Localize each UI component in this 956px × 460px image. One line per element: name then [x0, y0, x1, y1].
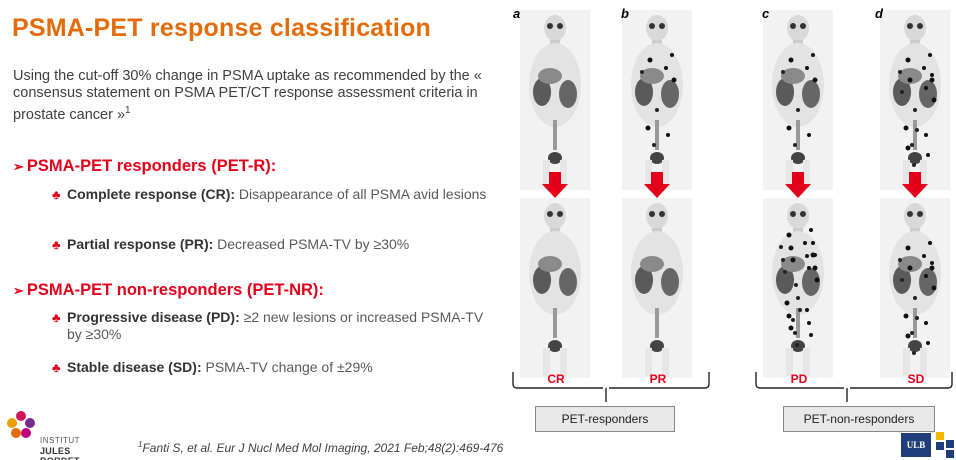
caption-pd: PD [790, 372, 808, 386]
intro-text: Using the cut-off 30% change in PSMA upt… [13, 68, 482, 123]
club-bullet-icon: ♣ [52, 310, 61, 325]
club-bullet-icon: ♣ [52, 237, 61, 252]
bullet-pr: ♣Partial response (PR): Decreased PSMA-T… [52, 236, 410, 252]
panel-label-a: a [513, 6, 521, 21]
caption-pr: PR [649, 372, 667, 386]
club-bullet-icon: ♣ [52, 360, 61, 375]
bullet-cr: ♣Complete response (CR): Disappearance o… [52, 186, 487, 202]
panel-label-b: b [621, 6, 629, 21]
bullet-pd: ♣Progressive disease (PD): ≥2 new lesion… [52, 309, 484, 342]
caption-sd: SD [907, 372, 925, 386]
non-responders-heading: ➢PSMA-PET non-responders (PET-NR): [13, 281, 324, 299]
institut-jules-bordet-logo: INSTITUT JULES BORDET [0, 405, 110, 460]
bullet-sd: ♣Stable disease (SD): PSMA-TV change of … [52, 359, 373, 375]
ulb-logo: ULB [901, 433, 931, 457]
group-pet-non-responders: PET-non-responders [783, 406, 935, 432]
pet-scan-images [512, 10, 953, 402]
logo-flower-icon [7, 411, 35, 438]
footnote: 1Fanti S, et al. Eur J Nucl Med Mol Imag… [138, 440, 504, 455]
caption-cr: CR [547, 372, 565, 386]
intro-ref: 1 [125, 105, 131, 116]
arrow-bullet-icon: ➢ [13, 159, 24, 174]
pet-scan-figure: a b c d CR PR PD SD PET-responders PET-n… [505, 0, 956, 460]
responders-heading: ➢PSMA-PET responders (PET-R): [13, 157, 277, 175]
arrow-bullet-icon: ➢ [13, 283, 24, 298]
ulb-emblem-icon [936, 432, 954, 458]
group-pet-responders: PET-responders [535, 406, 675, 432]
club-bullet-icon: ♣ [52, 187, 61, 202]
panel-label-c: c [762, 6, 770, 21]
page-title: PSMA-PET response classification [12, 14, 432, 42]
panel-label-d: d [875, 6, 883, 21]
